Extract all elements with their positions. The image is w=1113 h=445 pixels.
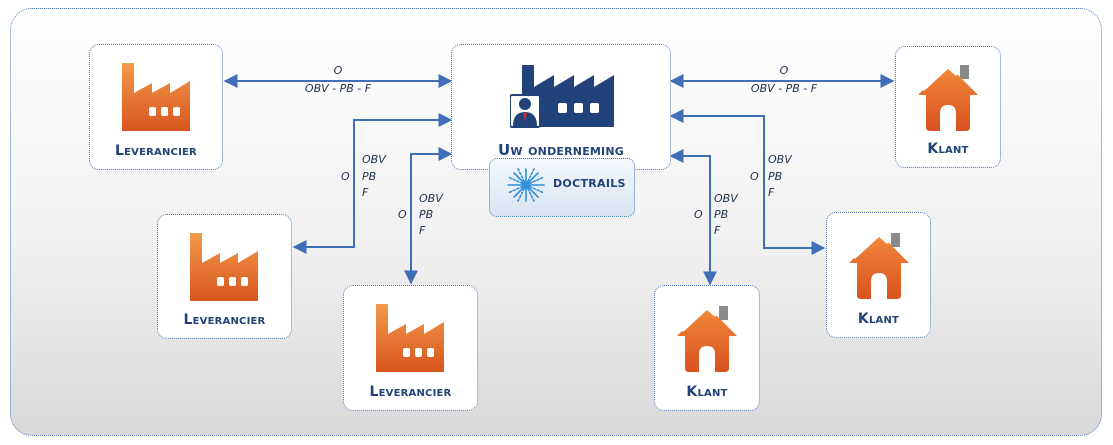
- flow-mid-right-pb: PB: [768, 170, 783, 183]
- supplier-label-1: Leverancier: [115, 143, 197, 159]
- flow-bottom-left-order: O: [398, 208, 407, 221]
- house-icon: [677, 305, 737, 372]
- flow-top-right-docs: OBV - PB - F: [750, 82, 818, 95]
- connector-bottom-left: [404, 147, 453, 285]
- doctrails-label: DOCTRAILS: [553, 177, 626, 190]
- flow-mid-left-f: F: [362, 186, 369, 199]
- flow-bottom-right-order: O: [694, 208, 703, 221]
- factory-icon: [376, 304, 444, 372]
- customer-node-1: Klant: [895, 46, 1001, 168]
- flow-mid-left-pb: PB: [362, 170, 377, 183]
- flow-bottom-right-obv: OBV: [714, 192, 738, 205]
- supplier-node-3: Leverancier: [343, 285, 478, 411]
- flow-mid-right-f: F: [768, 186, 775, 199]
- connector-bottom-right: [669, 149, 717, 286]
- flow-bottom-left-obv: OBV: [419, 192, 443, 205]
- flow-top-left-docs: OBV - PB - F: [304, 82, 372, 95]
- doctrails-logo-icon: [507, 168, 545, 202]
- customer-label-1: Klant: [927, 141, 969, 157]
- connector-mid-left: [292, 113, 453, 254]
- flow-bottom-right-pb: PB: [714, 208, 729, 221]
- customer-node-2: Klant: [826, 212, 931, 338]
- supplier-label-3: Leverancier: [369, 384, 452, 400]
- flow-mid-right-obv: OBV: [768, 153, 792, 166]
- company-node: Uw onderneming: [451, 44, 671, 170]
- flow-bottom-left-f: F: [419, 224, 426, 237]
- doctrails-badge: DOCTRAILS: [489, 158, 635, 217]
- flow-bottom-right-f: F: [714, 224, 721, 237]
- house-icon: [849, 232, 909, 299]
- factory-icon: [190, 233, 258, 301]
- supplier-node-1: Leverancier: [89, 44, 223, 170]
- flow-bottom-left-pb: PB: [419, 208, 434, 221]
- flow-mid-left-order: O: [341, 170, 350, 183]
- flow-mid-right-order: O: [750, 170, 759, 183]
- flow-mid-left-obv: OBV: [362, 153, 386, 166]
- company-label: Uw onderneming: [497, 141, 624, 159]
- customer-node-3: Klant: [654, 285, 760, 411]
- flow-top-left-order: O: [333, 64, 343, 77]
- supplier-label-2: Leverancier: [183, 312, 266, 328]
- flow-top-right-order: O: [779, 64, 789, 77]
- connector-mid-right: [669, 109, 826, 255]
- company-factory-icon: [510, 65, 614, 128]
- house-icon: [918, 64, 978, 131]
- customer-label-2: Klant: [857, 311, 900, 327]
- customer-label-3: Klant: [686, 384, 728, 400]
- factory-icon: [122, 63, 190, 131]
- supplier-node-2: Leverancier: [157, 214, 292, 339]
